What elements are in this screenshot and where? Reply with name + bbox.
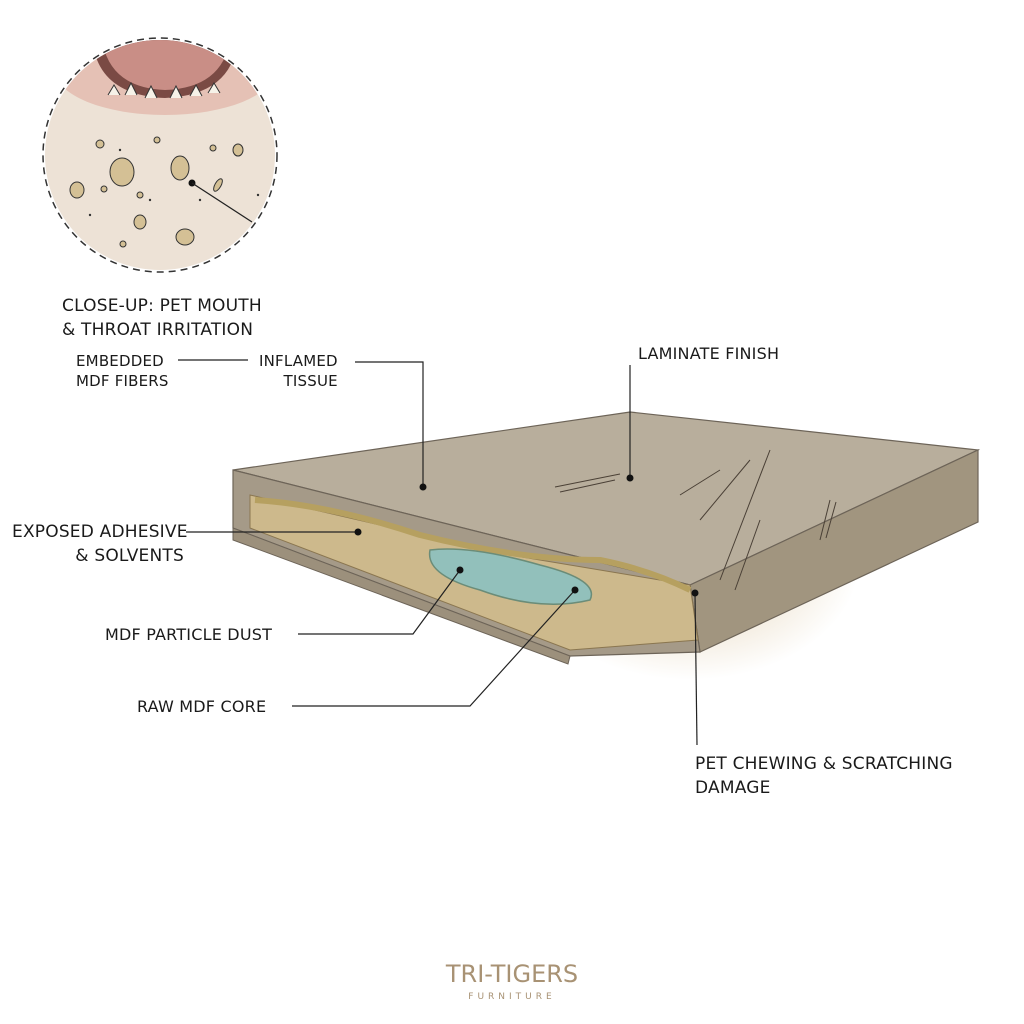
leader-lines — [178, 359, 698, 746]
adhesive-pocket — [428, 548, 593, 605]
damage-line1: PET CHEWING & SCRATCHING — [695, 754, 953, 774]
inflamed-tissue-label: INFLAMED TISSUE — [259, 351, 338, 391]
inflamed-line1: INFLAMED — [259, 352, 338, 370]
closeup-circle — [42, 37, 278, 273]
inflamed-line2: TISSUE — [283, 372, 338, 390]
embedded-line1: EMBEDDED — [76, 352, 164, 370]
damage-line2: DAMAGE — [695, 778, 771, 798]
closeup-title: CLOSE-UP: PET MOUTH & THROAT IRRITATION — [62, 294, 262, 342]
pet-damage-label: PET CHEWING & SCRATCHING DAMAGE — [695, 752, 953, 800]
logo-sub: FURNITURE — [468, 992, 556, 1002]
adhesive-line1: EXPOSED ADHESIVE — [12, 522, 188, 542]
mdf-fibers — [69, 136, 244, 248]
embedded-fibers-label: EMBEDDED MDF FIBERS — [76, 351, 169, 391]
raw-core-label: RAW MDF CORE — [137, 697, 267, 716]
mdf-board — [232, 411, 981, 665]
closeup-title-line2: & THROAT IRRITATION — [62, 320, 254, 340]
logo-name: TRI-TIGERS — [445, 960, 579, 988]
mdf-dust-label: MDF PARTICLE DUST — [105, 625, 273, 644]
closeup-title-line1: CLOSE-UP: PET MOUTH — [62, 296, 262, 316]
teeth — [107, 81, 221, 99]
scratch-marks — [554, 449, 837, 591]
embedded-line2: MDF FIBERS — [76, 372, 169, 390]
adhesive-line2: & SOLVENTS — [75, 546, 184, 566]
laminate-finish-label: LAMINATE FINISH — [638, 344, 780, 363]
exposed-adhesive-label: EXPOSED ADHESIVE & SOLVENTS — [12, 520, 188, 568]
